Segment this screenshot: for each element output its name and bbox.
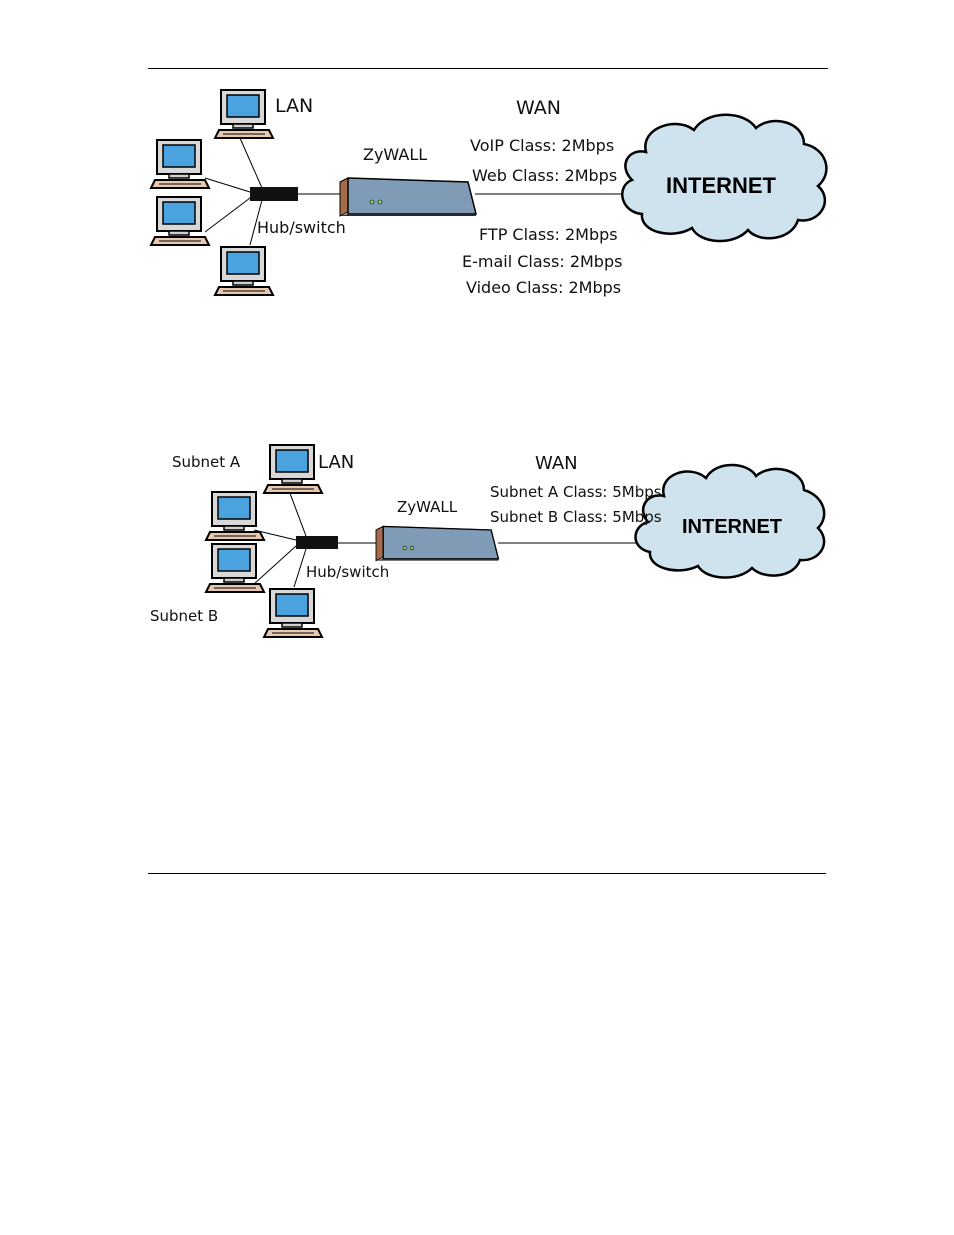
- lan-label: LAN: [275, 95, 313, 117]
- wan-label: WAN: [516, 97, 561, 119]
- hub-switch-icon: [296, 536, 338, 549]
- zywall-router-icon: [340, 178, 476, 216]
- subnet-b-label: Subnet B: [150, 607, 218, 625]
- zywall-router-icon: [376, 526, 498, 560]
- lan-computer-icon: [215, 247, 273, 295]
- email-class-label: E-mail Class: 2Mbps: [462, 252, 622, 271]
- diagram-1: LAN WAN ZyWALL Hub/switch VoIP Class: 2M…: [151, 90, 826, 297]
- hub-switch-label: Hub/switch: [306, 563, 389, 581]
- zywall-label: ZyWALL: [363, 145, 427, 164]
- video-class-label: Video Class: 2Mbps: [466, 278, 621, 297]
- lan-computer-icon: [215, 90, 273, 138]
- ftp-class-label: FTP Class: 2Mbps: [479, 225, 618, 244]
- internet-label: INTERNET: [666, 173, 777, 198]
- subnet-b-computer-icon: [264, 589, 322, 637]
- voip-class-label: VoIP Class: 2Mbps: [470, 136, 614, 155]
- subnet-a-computer-icon: [264, 445, 322, 493]
- subnet-b-computer-icon: [206, 544, 264, 592]
- zywall-label: ZyWALL: [397, 498, 458, 516]
- lan-computer-icon: [151, 197, 209, 245]
- hub-switch-icon: [250, 187, 298, 201]
- lan-computer-icon: [151, 140, 209, 188]
- subnet-a-class-label: Subnet A Class: 5Mbps: [490, 483, 662, 501]
- subnet-a-computer-icon: [206, 492, 264, 540]
- lan-label: LAN: [318, 452, 354, 473]
- wan-label: WAN: [535, 453, 578, 474]
- subnet-b-class-label: Subnet B Class: 5Mbps: [490, 508, 662, 526]
- diagram-2: Subnet A LAN WAN ZyWALL Subnet A Class: …: [150, 445, 824, 637]
- subnet-a-label: Subnet A: [172, 453, 241, 471]
- hub-switch-label: Hub/switch: [257, 218, 346, 237]
- internet-label: INTERNET: [682, 516, 782, 538]
- web-class-label: Web Class: 2Mbps: [472, 166, 617, 185]
